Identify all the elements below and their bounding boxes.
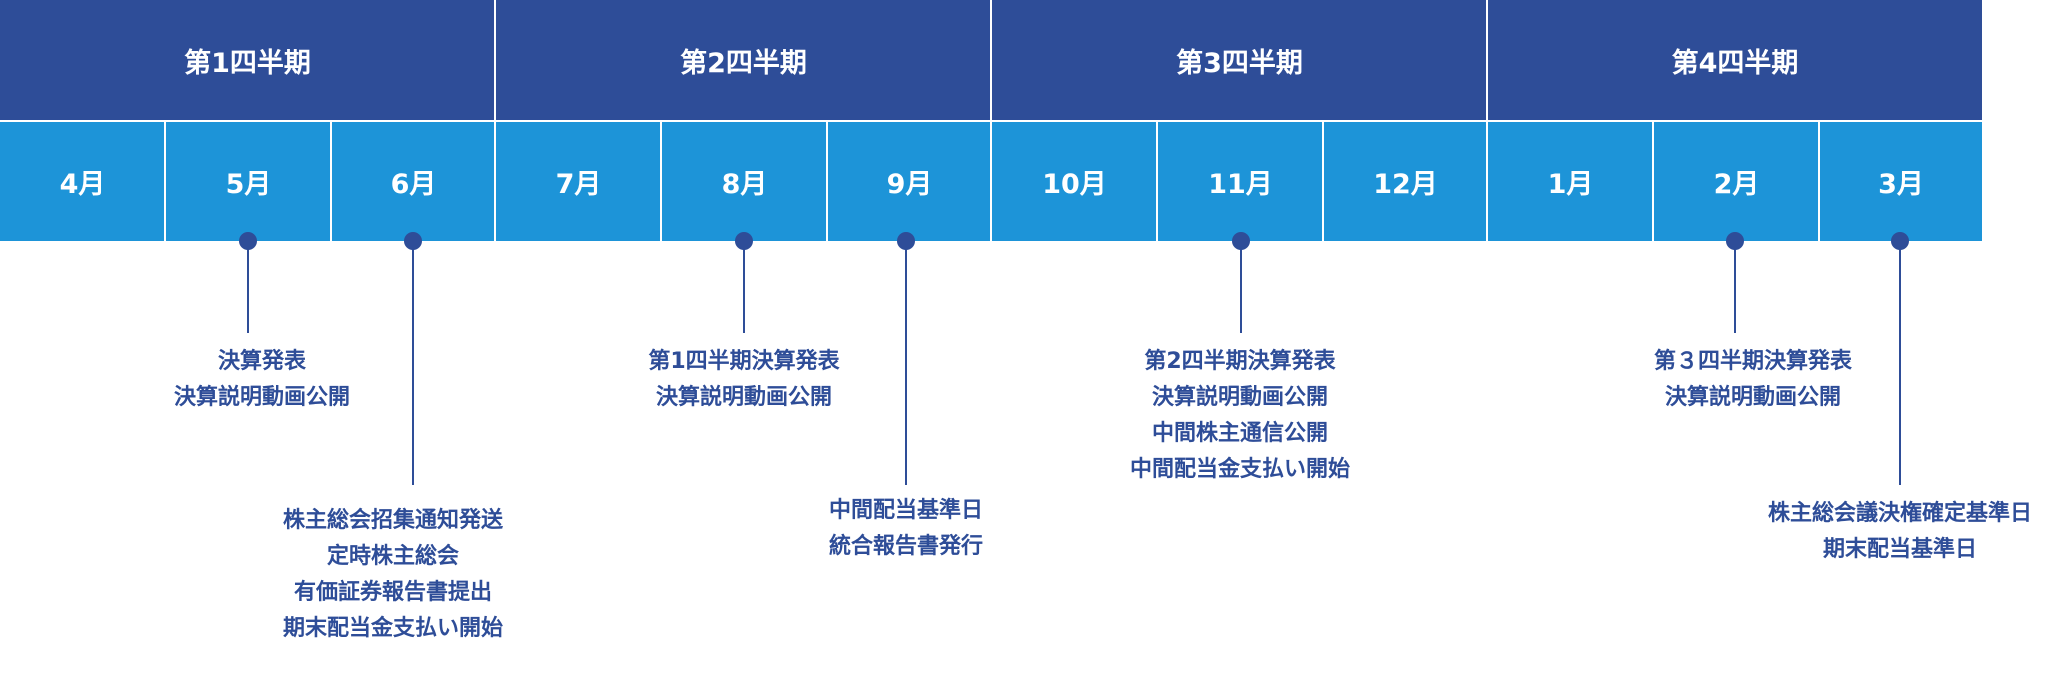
- month-cell-dec: 12月: [1373, 169, 1438, 200]
- month-cell-aug: 8月: [721, 169, 768, 200]
- event-connector-jun: [412, 241, 414, 485]
- quarter-2-header: 第2四半期: [680, 47, 807, 79]
- event-label-nov: 第2四半期決算発表 決算説明動画公開 中間株主通信公開 中間配当金支払い開始: [1109, 344, 1371, 488]
- month-divider: [1818, 122, 1820, 241]
- event-line: 決算説明動画公開: [1151, 385, 1328, 410]
- month-cell-sep: 9月: [886, 169, 933, 200]
- month-cell-may: 5月: [225, 169, 272, 200]
- month-divider: [660, 122, 662, 241]
- event-connector-mar: [1899, 241, 1901, 485]
- event-connector-may: [247, 241, 249, 333]
- event-line: 期末配当基準日: [1822, 537, 1977, 562]
- quarter-divider: [494, 0, 496, 120]
- month-divider: [1486, 122, 1488, 241]
- event-line: 第３四半期決算発表: [1653, 349, 1852, 374]
- event-connector-aug: [743, 241, 745, 333]
- event-line: 株主総会議決権確定基準日: [1767, 501, 2032, 526]
- event-label-feb: 第３四半期決算発表 決算説明動画公開: [1628, 344, 1878, 416]
- month-divider: [494, 122, 496, 241]
- quarter-4-header: 第4四半期: [1671, 47, 1799, 79]
- month-divider: [1322, 122, 1324, 241]
- event-line: 定時株主総会: [326, 544, 459, 569]
- month-cell-apr: 4月: [59, 169, 106, 200]
- month-divider: [990, 122, 992, 241]
- month-divider: [164, 122, 166, 241]
- quarter-header-row: 第1四半期 第2四半期 第3四半期 第4四半期: [0, 0, 1982, 120]
- event-line: 決算説明動画公開: [1664, 385, 1841, 410]
- event-line: 第2四半期決算発表: [1144, 349, 1336, 374]
- quarter-1-header: 第1四半期: [184, 47, 311, 79]
- event-connector-sep: [905, 241, 907, 485]
- quarter-3-header: 第3四半期: [1176, 47, 1303, 79]
- month-cell-jul: 7月: [555, 169, 602, 200]
- quarter-divider: [1486, 0, 1488, 120]
- event-line: 決算発表: [217, 349, 306, 374]
- month-cell-jun: 6月: [390, 169, 437, 200]
- event-line: 第1四半期決算発表: [648, 349, 840, 374]
- month-cell-nov: 11月: [1208, 169, 1273, 200]
- month-divider: [1652, 122, 1654, 241]
- event-line: 決算説明動画公開: [173, 385, 350, 410]
- event-connector-feb: [1734, 241, 1736, 333]
- month-divider: [330, 122, 332, 241]
- event-line: 有価証券報告書提出: [293, 580, 492, 605]
- event-label-sep: 中間配当基準日 統合報告書発行: [796, 493, 1016, 565]
- month-divider: [1156, 122, 1158, 241]
- month-cell-mar: 3月: [1878, 169, 1924, 200]
- month-cell-jan: 1月: [1547, 169, 1594, 200]
- event-line: 決算説明動画公開: [655, 385, 832, 410]
- event-line: 中間株主通信公開: [1151, 421, 1328, 446]
- event-label-jun: 株主総会招集通知発送 定時株主総会 有価証券報告書提出 期末配当金支払い開始: [253, 503, 533, 647]
- month-cell-feb: 2月: [1713, 169, 1760, 200]
- event-label-aug: 第1四半期決算発表 決算説明動画公開: [624, 344, 864, 416]
- event-line: 中間配当基準日: [828, 498, 983, 523]
- event-connector-nov: [1240, 241, 1242, 333]
- month-divider: [826, 122, 828, 241]
- month-cell-oct: 10月: [1042, 169, 1107, 200]
- event-label-mar: 株主総会議決権確定基準日 期末配当基準日: [1756, 496, 2044, 568]
- event-line: 中間配当金支払い開始: [1129, 457, 1350, 482]
- event-line: 統合報告書発行: [828, 534, 983, 559]
- quarter-divider: [990, 0, 992, 120]
- event-line: 期末配当金支払い開始: [282, 616, 503, 641]
- event-label-may: 決算発表 決算説明動画公開: [142, 344, 382, 416]
- event-line: 株主総会招集通知発送: [282, 508, 503, 533]
- month-header-row: 4月 5月 6月 7月 8月 9月 10月 11月 12月 1月 2月 3月: [0, 122, 1982, 241]
